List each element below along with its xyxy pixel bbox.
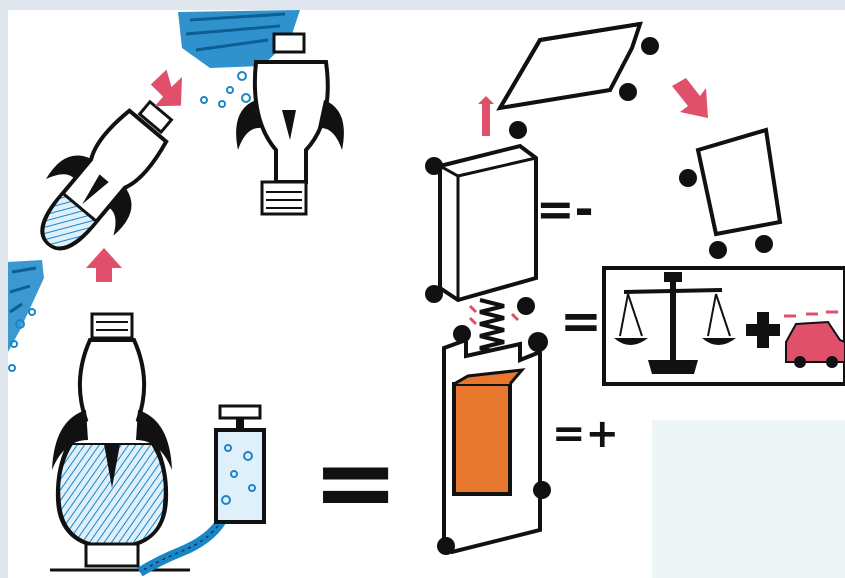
- equals-sign: =: [560, 296, 602, 346]
- equals-sign-large: =: [312, 430, 395, 534]
- equals-minus-label: =-: [536, 186, 594, 232]
- faded-panel: [652, 420, 845, 578]
- cart-icon: [437, 325, 551, 555]
- equals-plus-label: =+: [552, 414, 619, 454]
